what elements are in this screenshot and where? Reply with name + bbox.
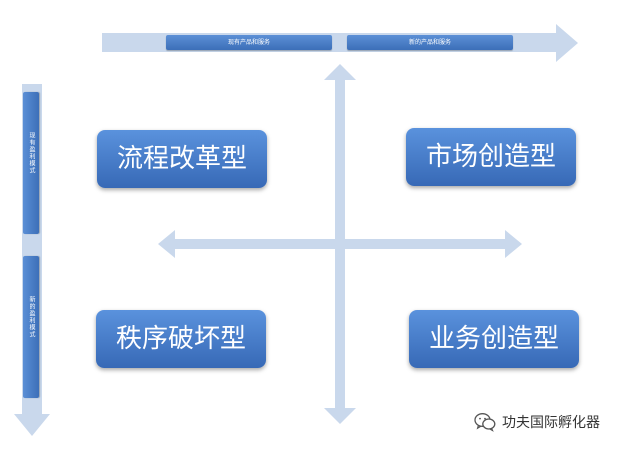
quadrant-order-disruption: 秩序破坏型 (96, 310, 266, 368)
center-horizontal-arrow (158, 230, 522, 258)
existing-profit-model-label: 现有盈利模式 (23, 92, 39, 234)
new-products-label: 新的产品和服务 (347, 35, 513, 50)
quadrant-market-creation: 市场创造型 (406, 128, 576, 186)
quadrant-business-creation: 业务创造型 (409, 310, 579, 368)
existing-profit-model-text: 现有盈利模式 (28, 132, 35, 174)
watermark-text: 功夫国际孵化器 (502, 415, 600, 431)
top-axis-arrow (102, 24, 578, 62)
quadrant-process-reform: 流程改革型 (97, 130, 267, 188)
new-profit-model-label: 新的盈利模式 (23, 256, 39, 398)
existing-products-label: 现有产品和服务 (166, 35, 332, 50)
new-profit-model-text: 新的盈利模式 (28, 296, 35, 338)
wechat-icon (474, 413, 496, 432)
watermark: 功夫国际孵化器 (474, 410, 600, 434)
